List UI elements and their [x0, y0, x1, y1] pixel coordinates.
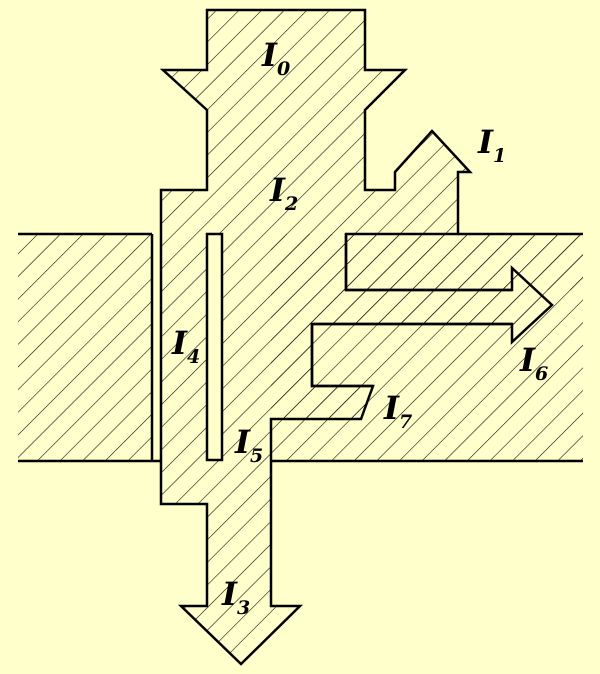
lower-jet-outline [310, 322, 512, 388]
inner-slot [205, 232, 224, 462]
label-I6: I6 [519, 341, 548, 385]
branch-channel-upper-bottom [344, 234, 512, 292]
label-I4: I4 [171, 324, 200, 368]
label-I3: I3 [221, 575, 250, 619]
label-I7: I7 [383, 389, 412, 433]
plate-left-part [18, 234, 152, 461]
label-I0: I0 [261, 36, 290, 80]
label-I1: I1 [477, 123, 506, 167]
label-I5: I5 [234, 423, 263, 467]
branch-channel-upper [346, 234, 583, 290]
label-I2: I2 [269, 171, 298, 215]
